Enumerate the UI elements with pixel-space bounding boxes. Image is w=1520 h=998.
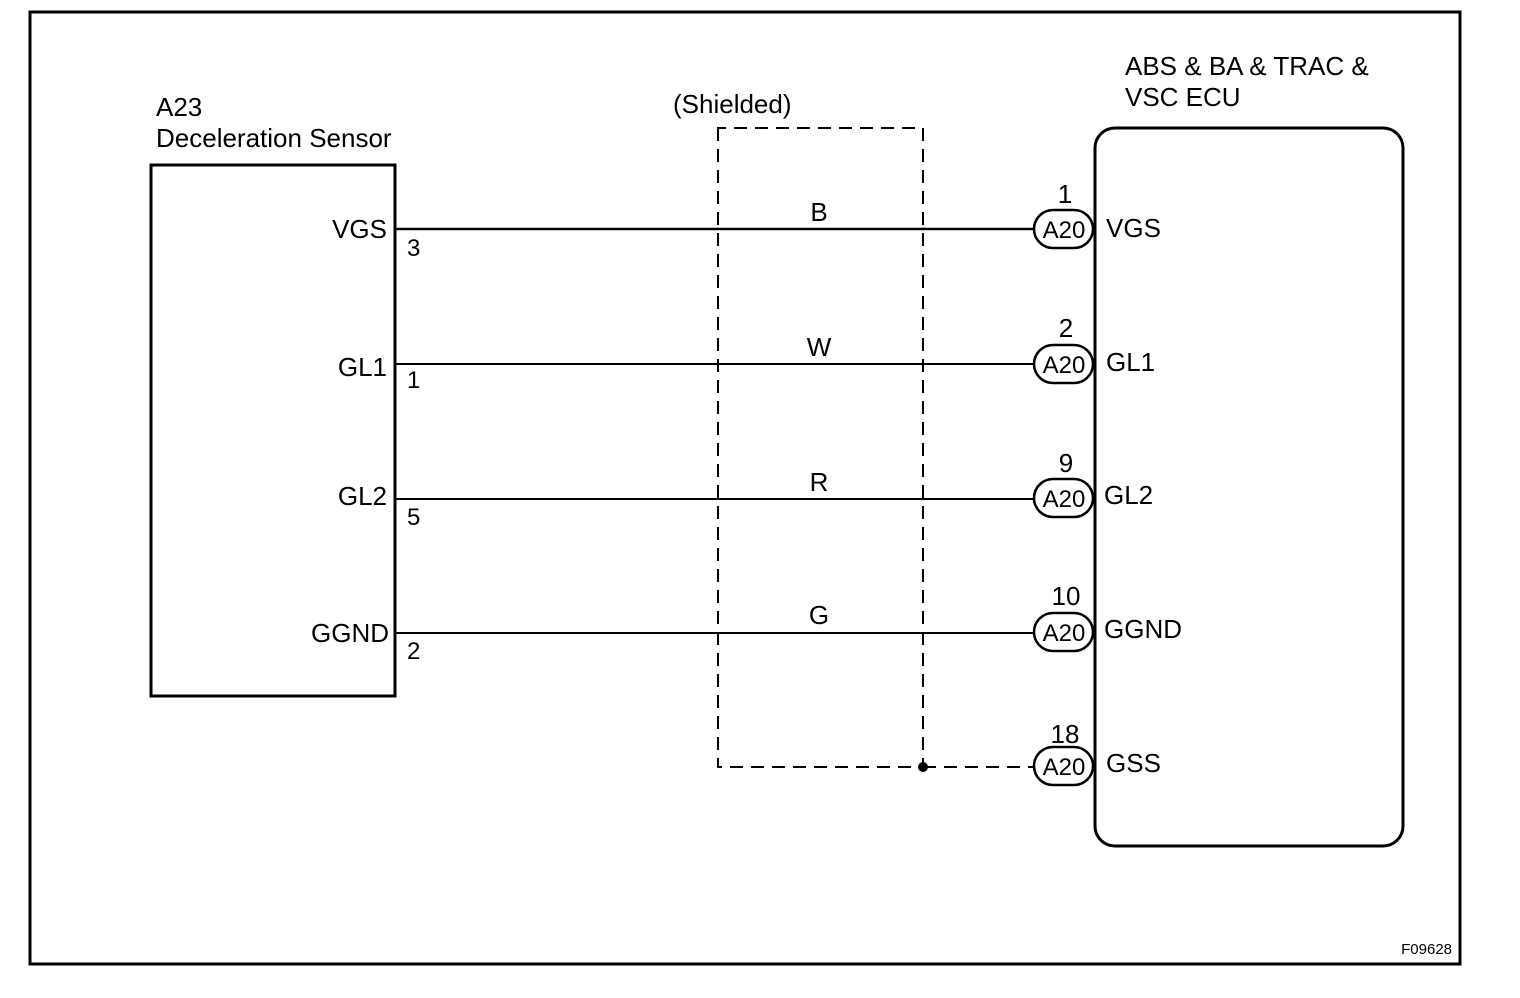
ecu-terminal-vgs: 1 A20 VGS bbox=[1032, 179, 1161, 250]
wire-color-label: R bbox=[810, 467, 829, 497]
wire-color-label: B bbox=[810, 197, 827, 227]
connector-code: A20 bbox=[1043, 486, 1086, 513]
sensor-pin-signal: GGND bbox=[311, 618, 389, 648]
shield-junction-dot bbox=[918, 762, 928, 772]
connector-code: A20 bbox=[1043, 754, 1086, 781]
ecu-terminal-ggnd: 10 A20 GGND bbox=[1032, 581, 1182, 653]
ecu-title-line2: VSC ECU bbox=[1125, 82, 1241, 112]
sensor-pin-gl2: GL2 5 bbox=[338, 481, 421, 531]
sensor-name: Deceleration Sensor bbox=[156, 123, 392, 153]
connector-badge bbox=[1032, 745, 1095, 787]
connector-badge bbox=[1032, 611, 1095, 653]
figure-code: F09628 bbox=[1401, 941, 1452, 958]
sensor-pin-vgs: VGS 3 bbox=[332, 214, 420, 262]
ecu-terminal-signal: GGND bbox=[1104, 614, 1182, 644]
sensor-pin-gl1: GL1 1 bbox=[338, 352, 421, 394]
connector-code: A20 bbox=[1043, 352, 1086, 379]
ecu-pin-number: 1 bbox=[1058, 179, 1072, 209]
ecu-terminal-gl1: 2 A20 GL1 bbox=[1032, 313, 1155, 385]
sensor-pin-number: 2 bbox=[407, 638, 420, 665]
connector-badge bbox=[1032, 343, 1095, 385]
ecu-terminal-signal: VGS bbox=[1106, 213, 1161, 243]
ecu-terminal-gss: 18 A20 GSS bbox=[1032, 719, 1161, 787]
ecu-pin-number: 2 bbox=[1059, 313, 1073, 343]
sensor-ref: A23 bbox=[156, 92, 202, 122]
sensor-pin-signal: GL2 bbox=[338, 481, 387, 511]
sensor-pin-number: 5 bbox=[407, 504, 420, 531]
ecu-pin-number: 10 bbox=[1052, 581, 1081, 611]
shield-label: (Shielded) bbox=[673, 89, 792, 119]
sensor-pin-number: 1 bbox=[407, 367, 420, 394]
sensor-pin-signal: VGS bbox=[332, 214, 387, 244]
connector-badge bbox=[1032, 477, 1095, 519]
sensor-pin-signal: GL1 bbox=[338, 352, 387, 382]
ecu-pin-number: 9 bbox=[1059, 448, 1073, 478]
ecu-pin-number: 18 bbox=[1051, 719, 1080, 749]
sensor-box bbox=[149, 163, 397, 698]
diagram-frame bbox=[28, 10, 1462, 966]
ecu-terminal-signal: GL2 bbox=[1104, 480, 1153, 510]
ecu-box bbox=[1093, 126, 1405, 848]
sensor-pin-ggnd: GGND 2 bbox=[311, 618, 420, 665]
wire-color-label: W bbox=[807, 332, 832, 362]
wire-color-label: G bbox=[809, 600, 829, 630]
ecu-terminal-gl2: 9 A20 GL2 bbox=[1032, 448, 1153, 519]
ecu-terminal-signal: GSS bbox=[1106, 748, 1161, 778]
connector-code: A20 bbox=[1043, 217, 1086, 244]
ecu-terminal-signal: GL1 bbox=[1106, 347, 1155, 377]
ecu-title-line1: ABS & BA & TRAC & bbox=[1125, 51, 1369, 81]
connector-badge bbox=[1032, 208, 1095, 250]
connector-code: A20 bbox=[1043, 620, 1086, 647]
sensor-pin-number: 3 bbox=[407, 235, 420, 262]
